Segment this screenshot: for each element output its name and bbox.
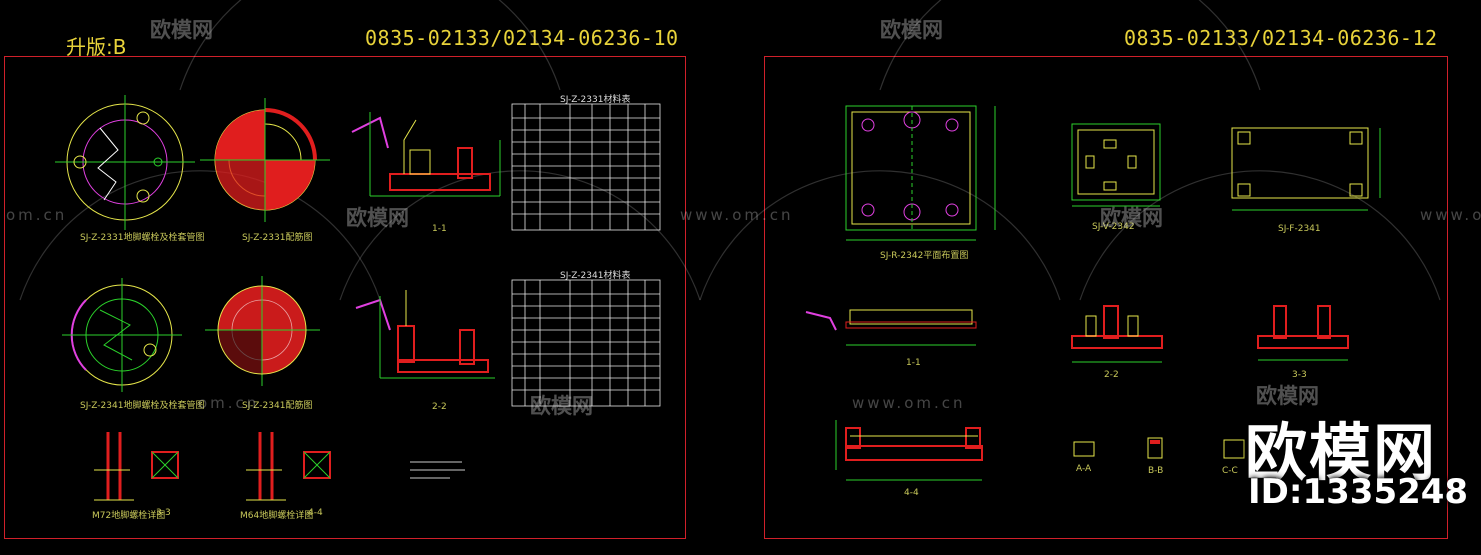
watermark-url: om.cn — [6, 206, 68, 224]
caption-bolt-m72: M72地脚螺栓详图 — [92, 511, 166, 521]
caption-right-sec-4: 4-4 — [904, 488, 919, 498]
top-rebar-circle — [200, 98, 330, 222]
bolt-details — [94, 432, 331, 501]
plan-v-2342 — [1071, 123, 1161, 207]
left-sheet-number: 0835-02133/02134-06236-10 — [365, 26, 679, 50]
caption-sec-3: 3-3 — [156, 508, 171, 518]
caption-mid-plan: SJ-Z-2341地脚螺栓及栓套管图 — [80, 401, 205, 411]
right-small-sections — [1073, 437, 1245, 459]
caption-right-sec-3: 3-3 — [1292, 370, 1307, 380]
notes-block — [410, 461, 465, 479]
caption-sec-1: 1-1 — [432, 224, 447, 234]
watermark-brand: 欧模网 — [880, 18, 943, 42]
caption-sec-4: 4-4 — [308, 508, 323, 518]
top-plan-circle — [55, 95, 195, 230]
caption-bolt-m64: M64地脚螺栓详图 — [240, 511, 314, 521]
caption-right-sec-2: 2-2 — [1104, 370, 1119, 380]
watermark-url: www.om.cn — [852, 394, 966, 412]
brand-id: ID:1335248 — [1248, 472, 1469, 512]
right-sheet-number: 0835-02133/02134-06236-12 — [1124, 26, 1438, 50]
watermark-url: www.om.cn — [680, 206, 794, 224]
mid-rebar-circle — [205, 276, 320, 386]
caption-sec-2: 2-2 — [432, 402, 447, 412]
material-table-2 — [511, 279, 661, 407]
watermark-brand: 欧模网 — [346, 206, 409, 230]
caption-sec-b: B-B — [1148, 466, 1164, 476]
right-section-3-3 — [1257, 305, 1349, 361]
right-section-2-2 — [1071, 305, 1163, 363]
table1-title: SJ-Z-2331材料表 — [560, 95, 631, 105]
caption-sec-c: C-C — [1222, 466, 1238, 476]
watermark-arcs — [19, 0, 1441, 301]
watermark-brand: 欧模网 — [1100, 206, 1163, 230]
right-section-1-1 — [805, 309, 977, 346]
section-1-1 — [351, 112, 501, 197]
caption-right-sec-1: 1-1 — [906, 358, 921, 368]
mid-plan-circle — [62, 278, 182, 392]
section-2-2 — [355, 290, 495, 379]
material-table-1 — [511, 103, 661, 231]
table2-title: SJ-Z-2341材料表 — [560, 271, 631, 281]
left-sheet-frame — [4, 56, 686, 539]
watermark-brand: 欧模网 — [150, 18, 213, 42]
plan-f-2341 — [1231, 127, 1381, 211]
caption-sec-a: A-A — [1076, 464, 1092, 474]
caption-plan-r: SJ-R-2342平面布置图 — [880, 251, 969, 261]
caption-top-rebar: SJ-Z-2331配筋图 — [242, 233, 313, 243]
brand-logo-text: 欧模网 — [1245, 416, 1438, 489]
caption-top-plan: SJ-Z-2331地脚螺栓及栓套管图 — [80, 233, 205, 243]
watermark-brand: 欧模网 — [1256, 384, 1319, 408]
watermark-url: om.cn — [198, 394, 260, 412]
watermark-url: www.om.cn — [1420, 206, 1481, 224]
revision-label: 升版:B — [66, 35, 127, 59]
right-section-4-4 — [835, 420, 983, 481]
plan-r-2342 — [845, 105, 996, 241]
right-sheet-frame — [764, 56, 1448, 539]
watermark-brand: 欧模网 — [530, 394, 593, 418]
caption-mid-rebar: SJ-Z-2341配筋图 — [242, 401, 313, 411]
caption-plan-f: SJ-F-2341 — [1278, 224, 1321, 234]
caption-plan-v: SJ-V-2342 — [1092, 222, 1135, 232]
